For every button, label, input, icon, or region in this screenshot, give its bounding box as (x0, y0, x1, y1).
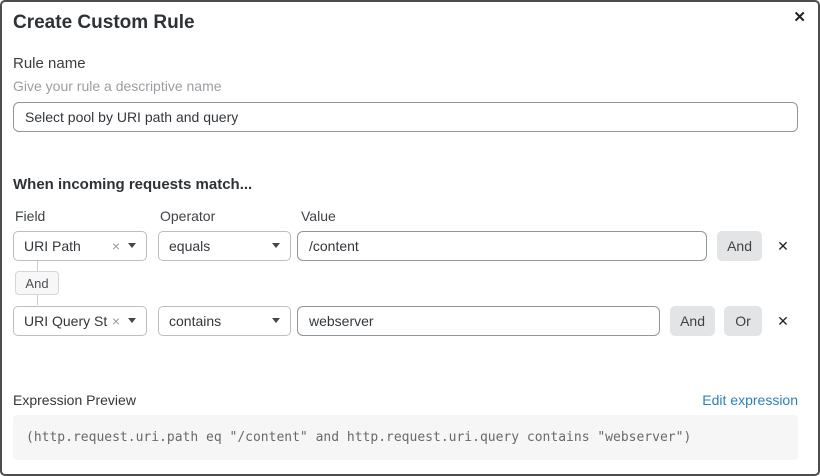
connector-and-badge: And (15, 271, 59, 295)
operator-column-label: Operator (160, 208, 216, 224)
field-select-2[interactable]: URI Query St... × (13, 305, 147, 336)
value-column-label: Value (301, 208, 336, 224)
clear-field-icon[interactable]: × (111, 237, 120, 254)
rule-name-label: Rule name (13, 55, 86, 72)
chevron-down-icon (272, 318, 280, 323)
value-input-1[interactable] (297, 230, 708, 261)
value-input-2[interactable] (297, 305, 661, 336)
field-select-1[interactable]: URI Path × (13, 230, 147, 261)
operator-select-value: contains (169, 312, 222, 329)
add-or-condition-button-2[interactable]: Or (724, 305, 762, 336)
add-and-condition-button-1[interactable]: And (717, 230, 762, 261)
rule-name-helper: Give your rule a descriptive name (13, 78, 222, 94)
condition-row-2: URI Query St... × contains And Or ✕ (13, 305, 798, 336)
column-headers: Field Operator Value (13, 208, 798, 224)
condition-row-1: URI Path × equals And ✕ (13, 230, 798, 261)
chevron-down-icon (272, 243, 280, 248)
dialog-title: Create Custom Rule (13, 12, 195, 33)
delete-row-icon-2[interactable]: ✕ (777, 312, 789, 329)
edit-expression-link[interactable]: Edit expression (702, 392, 798, 408)
field-select-value: URI Path (24, 237, 81, 254)
chevron-down-icon (128, 318, 136, 323)
rule-name-input[interactable] (13, 102, 798, 132)
delete-row-icon-1[interactable]: ✕ (777, 237, 789, 254)
operator-select-1[interactable]: equals (158, 230, 291, 261)
expression-preview-label: Expression Preview (13, 392, 136, 408)
clear-field-icon[interactable]: × (111, 312, 120, 329)
condition-connector: And (15, 261, 59, 305)
chevron-down-icon (128, 243, 136, 248)
expression-preview-header: Expression Preview Edit expression (13, 391, 798, 409)
operator-select-value: equals (169, 237, 211, 254)
field-column-label: Field (15, 208, 46, 224)
expression-code: (http.request.uri.path eq "/content" and… (13, 415, 798, 460)
match-heading: When incoming requests match... (13, 176, 253, 193)
close-icon[interactable]: ✕ (789, 8, 810, 27)
operator-select-2[interactable]: contains (158, 305, 291, 336)
add-and-condition-button-2[interactable]: And (670, 305, 715, 336)
field-select-value: URI Query St... (24, 312, 108, 329)
